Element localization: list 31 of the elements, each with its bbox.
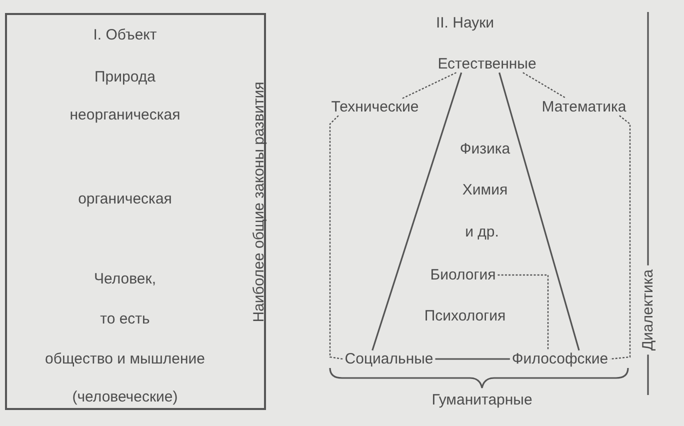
item-text: неорганическая xyxy=(68,106,182,124)
dotted-connector xyxy=(522,72,567,99)
item-text: Человек, xyxy=(93,270,157,288)
item-text: то есть xyxy=(99,310,151,328)
item-text: органическая xyxy=(77,190,173,208)
object-frame xyxy=(5,13,266,410)
dotted-connector xyxy=(498,274,549,350)
science-name: Химия xyxy=(461,181,509,199)
frame-heading: I. Объект xyxy=(92,26,158,44)
science-name: Философские xyxy=(510,350,610,368)
item-text: (человеческие) xyxy=(71,388,179,406)
item-text: общество и мышление xyxy=(44,350,206,368)
science-name: Биология xyxy=(428,266,498,284)
connector-line xyxy=(372,72,462,351)
science-name: Физика xyxy=(458,140,512,158)
science-name: Социальные xyxy=(342,350,436,368)
science-name: Математика xyxy=(540,98,628,116)
science-name: Психология xyxy=(423,307,507,325)
dotted-connector xyxy=(402,72,456,99)
connector-line xyxy=(498,72,580,351)
science-name: Технические xyxy=(329,98,421,116)
vertical-label: Наиболее общие законы развития xyxy=(250,80,268,324)
section-heading: II. Науки xyxy=(434,14,496,32)
dotted-connector xyxy=(329,115,343,360)
text: и др. xyxy=(464,223,500,241)
group-label: Гуманитарные xyxy=(430,391,534,409)
science-name: Естественные xyxy=(436,55,538,73)
dotted-connector xyxy=(610,115,631,360)
vertical-label: Диалектика xyxy=(639,268,657,353)
connector-line xyxy=(435,358,510,360)
item-text: Природа xyxy=(94,68,156,86)
